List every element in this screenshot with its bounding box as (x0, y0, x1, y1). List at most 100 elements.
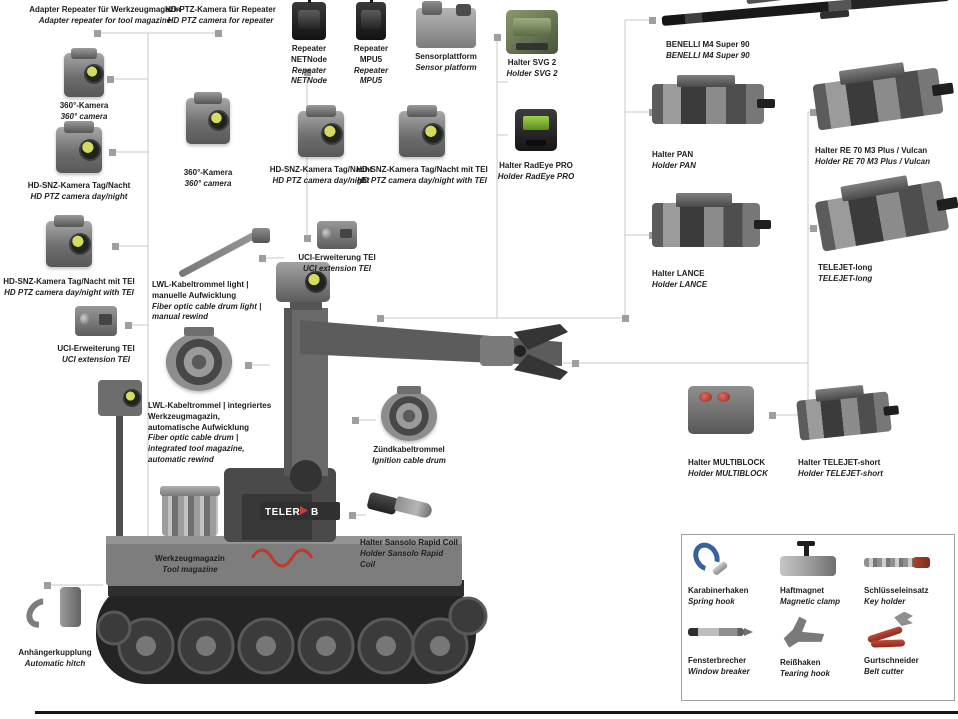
item-uci-extension-tei-mid: UCI-Erweiterung TEI UCI extension TEI (293, 221, 381, 275)
hitch-image (28, 586, 82, 636)
item-label: HD-SNZ-Kamera Tag/Nacht mit TEI HD PTZ c… (3, 277, 135, 297)
item-holder-telejet-short: Halter TELEJET-short Holder TELEJET-shor… (796, 391, 910, 480)
item-fiber-optic-cable-drum-light: LWL-Kabeltrommel light | manuelle Aufwic… (152, 226, 274, 323)
item-telejet-long: TELEJET-long TELEJET-long (814, 180, 956, 285)
item-label: HD-SNZ-Kamera Tag/Nacht HD PTZ camera da… (269, 165, 373, 185)
item-label: Repeater MPU5 Repeater MPU5 (353, 44, 389, 86)
wheel-hub (376, 636, 396, 656)
robot-logo-right: B (311, 507, 318, 518)
sensor-mast (116, 412, 123, 584)
item-label: Halter SVG 2 Holder SVG 2 (506, 58, 558, 78)
item-hd-snz-camera-tei-mid: HD-SNZ-Kamera Tag/Nacht mit TEI HD PTZ c… (356, 105, 488, 187)
wheel-hub (430, 636, 450, 656)
item-adapter-repeater-for-tool-magazine: Adapter Repeater für Werkzeugmagazin Ada… (25, 1, 185, 27)
item-holder-multiblock: Halter MULTIBLOCK Holder MULTIBLOCK (688, 386, 780, 480)
page-bottom-rule (35, 711, 958, 714)
item-benelli-m4-super-90: BENELLI M4 Super 90 BENELLI M4 Super 90 (658, 0, 956, 62)
red-cable (250, 548, 314, 568)
item-label: BENELLI M4 Super 90 BENELLI M4 Super 90 (666, 40, 750, 60)
wheel-hub (196, 636, 216, 656)
svg2-device-image (506, 10, 558, 54)
belt-cutter-image (864, 610, 916, 650)
spring-hook-image (694, 542, 728, 578)
toolbox-item-belt-cutter: Gurtschneider Belt cutter (864, 610, 954, 678)
cable-drum-light-image (176, 226, 270, 276)
holder-re70-image (812, 67, 944, 131)
item-label: Werkzeugmagazin Tool magazine (155, 554, 225, 574)
item-label: Reißhaken Tearing hook (780, 658, 830, 678)
cable-drum-image (166, 327, 232, 391)
uci-module-image (75, 306, 117, 336)
mast-camera-lens-icon (123, 389, 141, 407)
item-sensor-platform: Sensorplattform Sensor platform (405, 0, 487, 74)
item-label: Halter Sansolo Rapid Coil Holder Sansolo… (360, 538, 458, 569)
item-holder-pan: Halter PAN Holder PAN (652, 75, 797, 172)
gripper-pin (514, 345, 526, 357)
item-label: Gurtschneider Belt cutter (864, 656, 919, 676)
wrist (480, 336, 514, 366)
item-label: UCI-Erweiterung TEI UCI extension TEI (298, 253, 376, 273)
item-label: Adapter Repeater für Werkzeugmagazin Ada… (29, 5, 181, 25)
telejet-short-image (796, 391, 892, 441)
camera-image (399, 105, 445, 157)
item-label: 360°-Kamera 360° camera (183, 168, 233, 188)
toolbox-item-key-holder: Schlüsseleinsatz Key holder (864, 540, 954, 608)
item-automatic-hitch: Anhängerkupplung Automatic hitch (6, 586, 104, 670)
item-label: LWL-Kabeltrommel | integriertes Werkzeug… (148, 401, 272, 464)
tool-magazine-image (159, 485, 221, 536)
toolbox-item-window-breaker: Fensterbrecher Window breaker (688, 612, 776, 678)
arm-joint (290, 460, 322, 492)
camera-image (298, 105, 344, 157)
item-hd-snz-camera-left: HD-SNZ-Kamera Tag/Nacht HD PTZ camera da… (18, 121, 140, 203)
item-holder-svg-2: Halter SVG 2 Holder SVG 2 (496, 10, 568, 80)
chassis (106, 536, 462, 586)
item-ignition-cable-drum: Zündkabeltrommel Ignition cable drum (360, 386, 458, 467)
wheel-hub (256, 636, 276, 656)
item-label: Anhängerkupplung Automatic hitch (18, 648, 92, 668)
item-label: HD-SNZ-Kamera Tag/Nacht HD PTZ camera da… (27, 181, 131, 201)
item-uci-extension-tei-left: UCI-Erweiterung TEI UCI extension TEI (40, 306, 152, 366)
item-label: HD-SNZ-Kamera Tag/Nacht mit TEI HD PTZ c… (356, 165, 488, 185)
item-360-camera-mid: 360°-Kamera 360° camera (166, 92, 250, 190)
item-label: Halter RadEye PRO Holder RadEye PRO (497, 161, 575, 181)
camera-image (56, 121, 102, 173)
item-label: TELEJET-long TELEJET-long (818, 263, 873, 283)
toolbox-item-tearing-hook: Reißhaken Tearing hook (780, 612, 866, 680)
toolbox-item-magnetic-clamp: Haftmagnet Magnetic clamp (780, 540, 866, 608)
item-label: Halter RE 70 M3 Plus / Vulcan Holder RE … (815, 146, 930, 166)
window-breaker-image (688, 628, 753, 636)
item-label: Sensorplattform Sensor platform (415, 52, 477, 72)
item-label: Karabinerhaken Spring hook (688, 586, 749, 606)
radeye-device-image (515, 109, 557, 151)
item-label: 360°-Kamera 360° camera (59, 101, 109, 121)
item-hd-snz-camera-tei-left: HD-SNZ-Kamera Tag/Nacht mit TEI HD PTZ c… (3, 215, 135, 299)
item-repeater-netnode: Repeater NETNode Repeater NETNode (278, 0, 340, 87)
wheel-hub (316, 636, 336, 656)
item-label: HD-PTZ-Kamera für Repeater HD PTZ camera… (165, 5, 276, 25)
item-label: Haftmagnet Magnetic clamp (780, 586, 841, 606)
magnetic-clamp-image (780, 541, 836, 576)
item-tool-magazine: Werkzeugmagazin Tool magazine (148, 485, 232, 576)
item-label: Repeater NETNode Repeater NETNode (291, 44, 327, 86)
robot-image: TELER B (96, 262, 568, 684)
item-label: Halter PAN Holder PAN (652, 150, 696, 170)
radio-device-image (356, 0, 386, 40)
item-holder-lance: Halter LANCE Holder LANCE (652, 193, 774, 291)
item-360-camera-left: 360°-Kamera 360° camera (45, 47, 123, 123)
key-holder-image (864, 557, 930, 568)
radio-device-image (292, 0, 326, 40)
item-holder-sansolo-rapid-coil: Halter Sansolo Rapid Coil Holder Sansolo… (360, 484, 460, 570)
item-label: Schlüsseleinsatz Key holder (864, 586, 929, 606)
arm-mast-edge (284, 308, 292, 476)
item-label: Halter MULTIBLOCK Holder MULTIBLOCK (688, 458, 768, 478)
holder-pan-image (652, 75, 776, 124)
toolbox-frame (681, 534, 955, 701)
item-holder-re-70: Halter RE 70 M3 Plus / Vulcan Holder RE … (812, 67, 955, 168)
item-label: Halter TELEJET-short Holder TELEJET-shor… (798, 458, 883, 478)
top-camera-lens-icon (305, 271, 327, 293)
uci-module-image (317, 221, 357, 249)
item-hd-snz-camera-mid: HD-SNZ-Kamera Tag/Nacht HD PTZ camera da… (265, 105, 377, 187)
robot-body: TELER B (96, 262, 568, 684)
idler-wheel (96, 610, 132, 646)
